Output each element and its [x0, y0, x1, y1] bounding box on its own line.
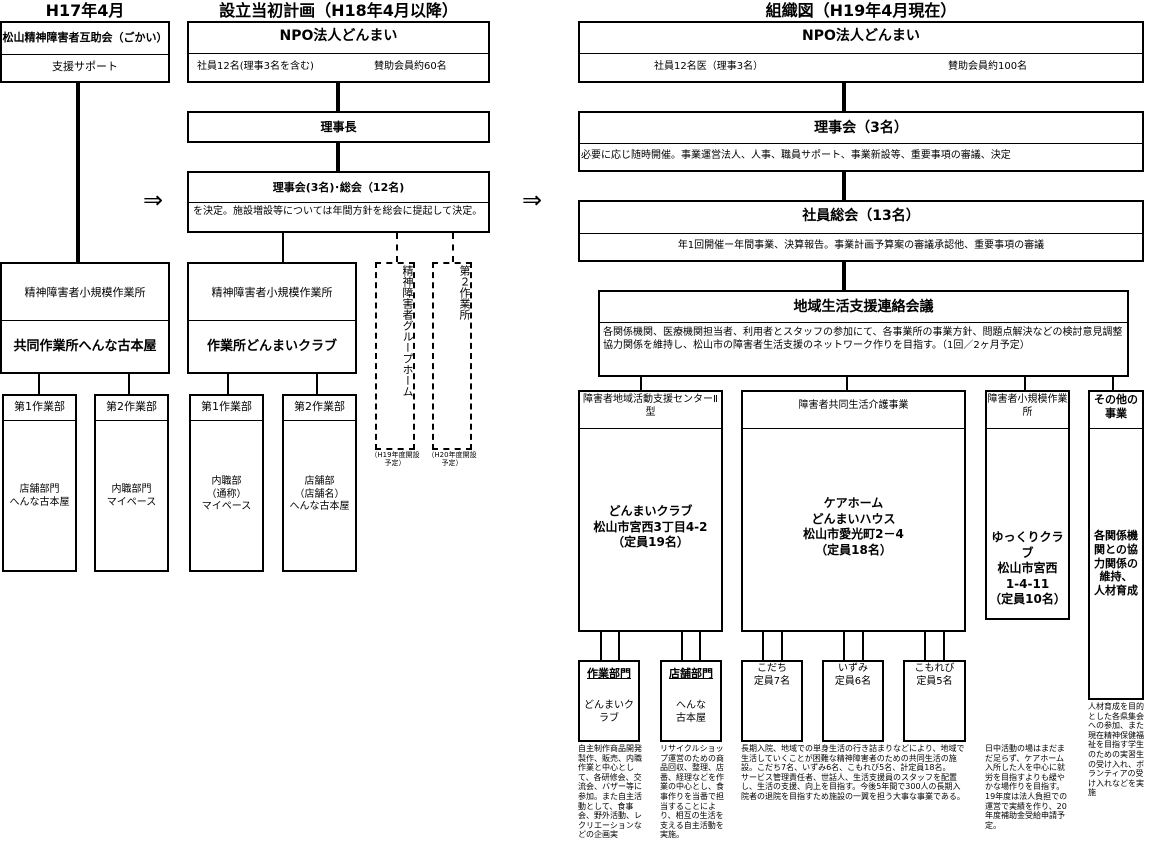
- group-living-box: 障害者共同生活介護事業 ケアホーム どんまいハウス 松山市愛光町2－4 （定員1…: [741, 390, 966, 632]
- dept-box: 第2作業部 内職部門 マイペース: [94, 394, 169, 572]
- dept-title: 第1作業部: [14, 400, 65, 413]
- support-label: 支援サポート: [52, 60, 118, 73]
- home-izumi-label: いずみ 定員6名: [834, 663, 872, 687]
- dept-box: 第2作業部 店舗部 （店舗名） へんな古本屋: [282, 394, 357, 572]
- board-title: 理事会（3名）: [814, 120, 908, 136]
- planned-workshop-box: 第２作業所: [432, 262, 472, 450]
- planned-workshop-title: 第２作業所: [458, 265, 471, 320]
- board-box: 理事会(3名)･総会（12名) を決定。施設増設等については年間方針を総会に提起…: [187, 171, 490, 233]
- activity-center-body: どんまいクラブ 松山市宮西3丁目4-2 （定員19名）: [593, 504, 708, 550]
- shop-dept-title: 店舗部門: [669, 667, 713, 680]
- work-dept-box: 作業部門 どんまいク ラブ: [578, 660, 640, 742]
- other-projects-box: その他の事業 各関係機関との協力関係の維持、 人材育成: [1088, 390, 1144, 700]
- facility-label: 精神障害者小規模作業所: [24, 286, 146, 299]
- members-label: 社員12名医（理事3名）: [654, 61, 764, 72]
- council-desc: 各関係機関、医療機関担当者、利用者とスタッフの参加にて、各事業所の事業方針、問題…: [603, 327, 1123, 351]
- work-dept-body: どんまいク ラブ: [584, 700, 634, 724]
- note-shop: リサイクルショップ運営のための商品回収、整理、店番、経理などを作業の中心とし、食…: [660, 744, 724, 840]
- shop-dept-body: へんな 古本屋: [676, 700, 706, 724]
- general-meeting-box: 社員総会（13名） 年1回開催ー年間事業、決算報告。事業計画予算案の審議承認他、…: [578, 200, 1144, 262]
- dept-body: 店舗部門 へんな古本屋: [9, 484, 70, 508]
- board-desc: を決定。施設増設等については年間方針を総会に提起して決定。: [193, 206, 483, 217]
- chair-title: 理事長: [320, 120, 357, 134]
- group-living-body: ケアホーム どんまいハウス 松山市愛光町2－4 （定員18名）: [803, 496, 904, 557]
- general-meeting-title: 社員総会（13名）: [802, 208, 920, 224]
- dept-body: 店舗部 （店舗名） へんな古本屋: [289, 476, 350, 512]
- work-dept-title: 作業部門: [587, 667, 631, 680]
- members-label: 社員12名(理事3名を含む): [197, 61, 314, 72]
- dept-body: 内職部 （通称） マイペース: [201, 476, 252, 512]
- npo-title: NPO法人どんまい: [802, 28, 920, 44]
- header-plan: 設立当初計画（H18年4月以降）: [219, 1, 458, 20]
- home-komorebi-label: こもれび 定員5名: [914, 663, 955, 687]
- facility-label: 精神障害者小規模作業所: [211, 286, 333, 299]
- board-title: 理事会(3名)･総会（12名): [272, 181, 405, 194]
- general-meeting-desc: 年1回開催ー年間事業、決算報告。事業計画予算案の審議承認他、重要事項の審議: [677, 240, 1045, 251]
- facility-box: 精神障害者小規模作業所 共同作業所へんな古本屋: [0, 262, 170, 374]
- arrow-right-icon: ⇒: [142, 186, 164, 214]
- facility-box: 精神障害者小規模作業所 作業所どんまいクラブ: [187, 262, 357, 374]
- chair-box: 理事長: [187, 111, 490, 143]
- note-other: 人材育成を目的とした各県集会への参加、また現在精神保健福祉を目指す学生のための実…: [1088, 702, 1145, 798]
- council-title: 地域生活支援連絡会議: [793, 299, 934, 315]
- other-projects-title: その他の事業: [1094, 393, 1138, 420]
- other-projects-body: 各関係機関との協力関係の維持、 人材育成: [1094, 529, 1138, 597]
- activity-center-title: 障害者地域活動支援センターⅡ型: [583, 394, 718, 418]
- dept-title: 第2作業部: [294, 400, 345, 413]
- header-org: 組織図（H19年4月現在）: [765, 1, 957, 20]
- board-desc: 必要に応じ随時開催。事業運営法人、人事、職員サポート、事業新設等、重要事項の審議…: [581, 150, 1011, 161]
- dept-box: 第1作業部 店舗部門 へんな古本屋: [2, 394, 77, 572]
- header-h17: H17年4月: [45, 1, 125, 20]
- note-living: 長期入院、地域での単身生活の行き詰まりなどにより、地域で生活していくことが困難な…: [741, 744, 965, 801]
- supporters-label: 賛助会員約60名: [374, 61, 447, 72]
- facility-name: 作業所どんまいクラブ: [206, 339, 337, 354]
- mutual-aid-box: 松山精神障害者互助会（ごかい） 支援サポート: [0, 21, 170, 83]
- facility-name: 共同作業所へんな古本屋: [13, 339, 157, 354]
- shop-dept-box: 店舗部門 へんな 古本屋: [660, 660, 722, 742]
- planned-group-home-box: 精神障害者グループホーム: [375, 262, 415, 450]
- note-small: 日中活動の場はまだまだ足らず、ケアホーム入所した人を中心に就労を目指すよりも緩や…: [985, 744, 1068, 830]
- mutual-aid-title: 松山精神障害者互助会（ごかい）: [2, 31, 168, 44]
- board-box: 理事会（3名） 必要に応じ随時開催。事業運営法人、人事、職員サポート、事業新設等…: [578, 111, 1144, 172]
- group-living-title: 障害者共同生活介護事業: [798, 400, 909, 411]
- council-box: 地域生活支援連絡会議 各関係機関、医療機関担当者、利用者とスタッフの参加にて、各…: [598, 290, 1129, 377]
- small-workshop-title: 障害者小規模作業所: [987, 394, 1068, 418]
- home-izumi-box: いずみ 定員6名: [822, 660, 884, 742]
- dept-box: 第1作業部 内職部 （通称） マイペース: [189, 394, 264, 572]
- activity-center-box: 障害者地域活動支援センターⅡ型 どんまいクラブ 松山市宮西3丁目4-2 （定員1…: [578, 390, 723, 632]
- npo-title: NPO法人どんまい: [279, 28, 398, 44]
- dept-title: 第2作業部: [106, 400, 157, 413]
- planned-group-home-note: （H19年度開設予定）: [370, 451, 420, 468]
- arrow-right-icon: ⇒: [521, 186, 543, 214]
- home-komorebi-box: こもれび 定員5名: [903, 660, 966, 742]
- home-kodachi-box: こだち 定員7名: [741, 660, 803, 742]
- planned-workshop-note: （H20年度開設予定）: [427, 451, 477, 468]
- small-workshop-body: ゆっくりクラブ 松山市宮西 1-4-11 （定員10名）: [989, 530, 1066, 607]
- supporters-label: 賛助会員約100名: [948, 61, 1028, 72]
- home-kodachi-label: こだち 定員7名: [753, 663, 791, 687]
- npo-box: NPO法人どんまい 社員12名(理事3名を含む) 賛助会員約60名: [187, 21, 490, 83]
- planned-group-home-title: 精神障害者グループホーム: [401, 265, 414, 397]
- small-workshop-box: 障害者小規模作業所 ゆっくりクラブ 松山市宮西 1-4-11 （定員10名）: [985, 390, 1070, 620]
- note-work: 自主制作商品開発製作、販売、内職作業と中心として、各研修会、交流会、バザー等に参…: [578, 744, 642, 840]
- npo-box: NPO法人どんまい 社員12名医（理事3名） 賛助会員約100名: [578, 21, 1144, 83]
- dept-title: 第1作業部: [201, 400, 252, 413]
- dept-body: 内職部門 マイペース: [106, 484, 157, 508]
